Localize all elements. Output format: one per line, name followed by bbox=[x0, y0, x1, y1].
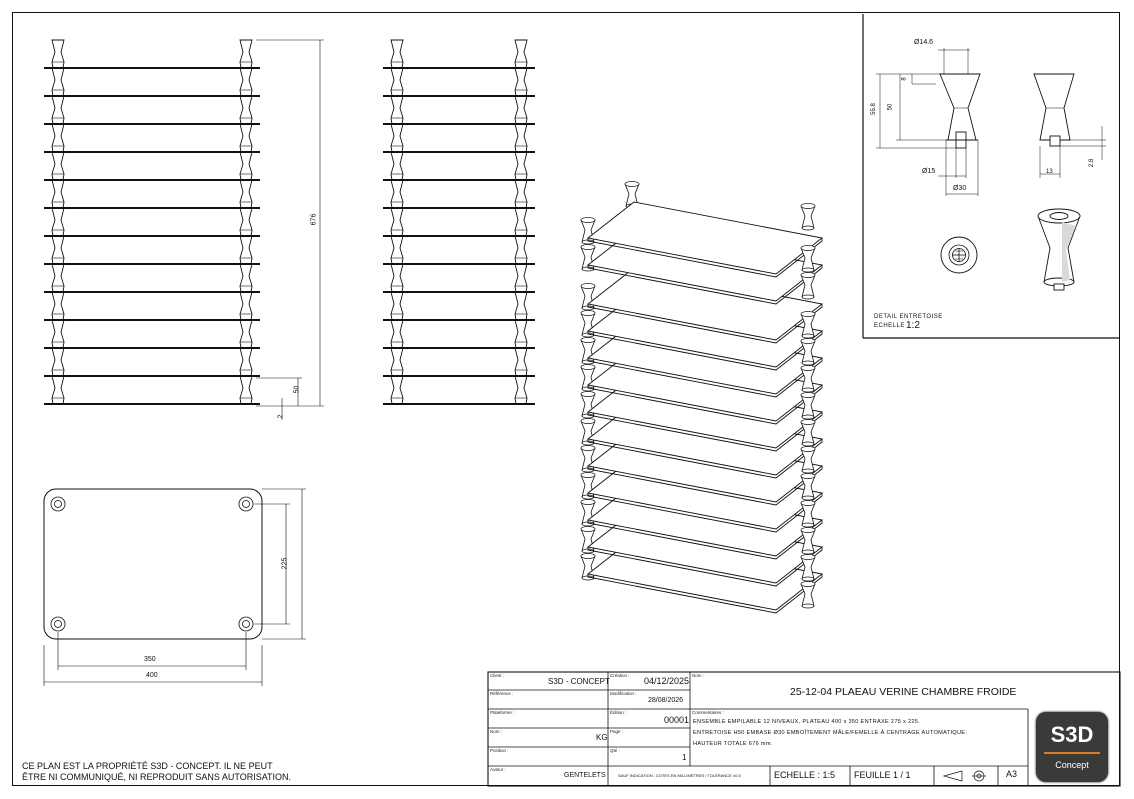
tb-client-label: Client : bbox=[490, 673, 505, 678]
tb-edition-label: Édition : bbox=[610, 710, 627, 715]
detail-spacer-profile bbox=[1033, 73, 1075, 147]
tb-format: A3 bbox=[1006, 769, 1018, 779]
tb-date-label: Création : bbox=[610, 673, 630, 678]
ownership-notice-line2: ÊTRE NI COMMUNIQUÉ, NI REPRODUIT SANS AU… bbox=[22, 772, 292, 782]
dim-pitch: 50 bbox=[293, 385, 301, 394]
tb-author: GENTELETS bbox=[564, 772, 606, 779]
tb-edition: 00001 bbox=[664, 715, 690, 725]
detail-dim-h: 55.8 bbox=[870, 103, 877, 115]
tb-title: 25-12-04 PLAEAU VERINE CHAMBRE FROIDE bbox=[790, 686, 1017, 698]
front-view-right bbox=[383, 39, 535, 405]
tb-comment-1: ENSEMBLE EMPILABLE 12 NIVEAUX, PLATEAU 4… bbox=[693, 719, 921, 725]
tb-qty-label: Qté : bbox=[610, 748, 620, 753]
tb-modif-date: 28/08/2026 bbox=[648, 697, 684, 704]
dim-width-x: 400 bbox=[146, 672, 158, 679]
detail-spacer-iso bbox=[1037, 208, 1081, 291]
tb-tolerance: SAUF INDICATION : COTES EN MILLIMÈTRES /… bbox=[618, 773, 741, 778]
tb-page-label: Page : bbox=[610, 729, 624, 734]
tb-client: S3D - CONCEPT bbox=[548, 677, 610, 686]
tb-comment-2: ENTRETOISE H50 EMBASE Ø30 EMBOÎTEMENT MÂ… bbox=[693, 730, 968, 736]
tb-reference-label: Référence : bbox=[490, 691, 514, 696]
dim-plate: 2 bbox=[277, 414, 285, 419]
tb-comments-label: Commentaires : bbox=[692, 710, 724, 715]
detail-scale-label: ECHELLE bbox=[874, 323, 905, 329]
detail-spacer-bottom bbox=[940, 236, 978, 274]
detail-dim-28: 2.8 bbox=[1089, 158, 1096, 168]
tb-name: KG bbox=[596, 733, 608, 742]
tb-date: 04/12/2025 bbox=[644, 676, 690, 686]
detail-dim-d15: Ø15 bbox=[922, 168, 936, 175]
front-view-left bbox=[44, 39, 260, 405]
detail-dim-d30: Ø30 bbox=[953, 185, 967, 192]
tb-platform-label: Plateforme : bbox=[490, 710, 515, 715]
tb-author-label: Auteur : bbox=[490, 767, 506, 772]
detail-dim-50: 50 bbox=[887, 103, 894, 111]
isometric-stack bbox=[580, 181, 824, 614]
title-block-grid bbox=[487, 671, 1121, 787]
detail-scale: 1:2 bbox=[906, 320, 920, 331]
company-logo: S3D Concept bbox=[1036, 712, 1108, 782]
tb-sector-label: Nom : bbox=[692, 673, 705, 678]
detail-spacer-section bbox=[939, 73, 981, 149]
dim-entraxe-y: 225 bbox=[281, 557, 289, 570]
detail-dim-8: 8 bbox=[901, 77, 908, 81]
dim-entraxe-x: 350 bbox=[144, 656, 156, 663]
tb-comment-3: HAUTEUR TOTALE 676 mm. bbox=[693, 741, 773, 747]
logo-brand: S3D bbox=[1050, 722, 1094, 747]
detail-label: DETAIL ENTRETOISE bbox=[874, 314, 943, 320]
projection-symbol-icon bbox=[942, 770, 986, 782]
top-view bbox=[43, 488, 306, 686]
tb-modif-label: Modification : bbox=[610, 691, 637, 696]
tb-name-label: Nom : bbox=[490, 729, 503, 734]
tb-scale: ECHELLE : 1:5 bbox=[774, 770, 836, 780]
ownership-notice-line1: CE PLAN EST LA PROPRIÉTÉ S3D - CONCEPT. … bbox=[22, 761, 273, 771]
tb-sheet: FEUILLE 1 / 1 bbox=[854, 770, 911, 780]
detail-dim-d1: Ø14.6 bbox=[914, 39, 934, 46]
dim-total-height: 676 bbox=[310, 213, 318, 226]
tb-position-label: Position : bbox=[490, 748, 509, 753]
detail-dim-13: 13 bbox=[1046, 169, 1053, 175]
logo-sub: Concept bbox=[1055, 760, 1089, 770]
logo-accent-line bbox=[1044, 752, 1100, 754]
tb-qty: 1 bbox=[682, 753, 687, 762]
